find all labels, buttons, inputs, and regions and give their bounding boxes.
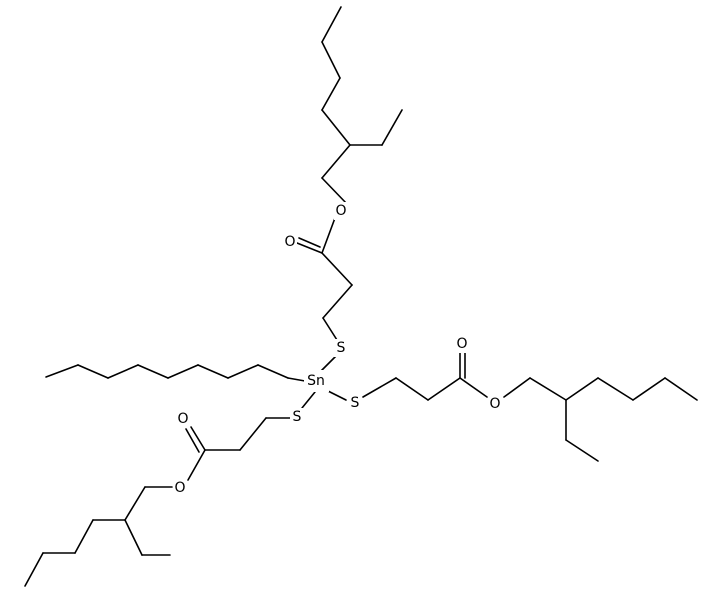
tin-atom-label: Sn — [307, 373, 325, 389]
sulfur-atom-left-label: S — [293, 409, 302, 425]
bond — [24, 552, 44, 587]
bond — [137, 364, 169, 379]
atom-bg — [304, 370, 329, 392]
bond — [632, 377, 666, 401]
atom-bg — [283, 233, 297, 251]
atom-labels: Sn S S S O O O O O O — [173, 202, 502, 497]
bond — [459, 377, 488, 398]
bond — [257, 364, 289, 379]
oxygen-carbonyl-left-label: O — [177, 411, 188, 427]
oxygen-ester-left-label: O — [174, 480, 185, 496]
atom-bg — [290, 408, 304, 426]
bond — [107, 364, 139, 379]
bond — [239, 417, 267, 451]
atom-bg — [348, 394, 362, 412]
bond — [597, 377, 634, 401]
oxygen-carbonyl-right-label: O — [456, 336, 467, 352]
atom-bg — [488, 395, 502, 413]
bond — [322, 284, 353, 319]
bond — [227, 364, 259, 379]
bond — [45, 364, 79, 378]
bond — [529, 377, 567, 401]
bond — [298, 237, 321, 248]
bond — [124, 486, 146, 521]
bond — [321, 41, 341, 79]
atom-bg — [173, 479, 187, 497]
bond — [503, 377, 531, 398]
bond — [321, 144, 351, 179]
bond — [319, 354, 338, 373]
bond — [565, 377, 599, 401]
bond — [185, 428, 200, 453]
bond — [321, 177, 348, 205]
bond — [187, 449, 206, 481]
bond — [74, 519, 94, 554]
bond — [167, 364, 199, 379]
bond — [321, 252, 353, 286]
bond — [362, 377, 397, 398]
bond — [124, 519, 143, 556]
bond — [321, 217, 336, 254]
bond — [321, 77, 341, 111]
atom-bg — [334, 339, 348, 357]
bond — [664, 377, 698, 401]
bonds — [24, 6, 698, 587]
bond — [77, 364, 109, 379]
bond — [287, 377, 306, 382]
bond — [321, 6, 342, 43]
bond — [325, 389, 347, 401]
bond — [427, 377, 461, 401]
bond — [322, 317, 338, 341]
bond — [301, 391, 316, 409]
bond — [565, 439, 599, 462]
bond — [321, 109, 351, 146]
oxygen-ester-right-label: O — [489, 396, 500, 412]
bond — [190, 426, 206, 451]
oxygen-carbonyl-top-label: O — [284, 234, 295, 250]
sulfur-atom-top-label: S — [337, 340, 346, 356]
atom-bg — [455, 335, 469, 353]
atom-bg — [334, 202, 348, 220]
oxygen-ester-top-label: O — [335, 203, 346, 219]
bond — [381, 109, 403, 146]
bond — [296, 242, 323, 254]
bond — [395, 377, 429, 401]
bond — [197, 364, 229, 379]
atom-bg — [176, 410, 190, 428]
sulfur-atom-right-label: S — [351, 395, 360, 411]
